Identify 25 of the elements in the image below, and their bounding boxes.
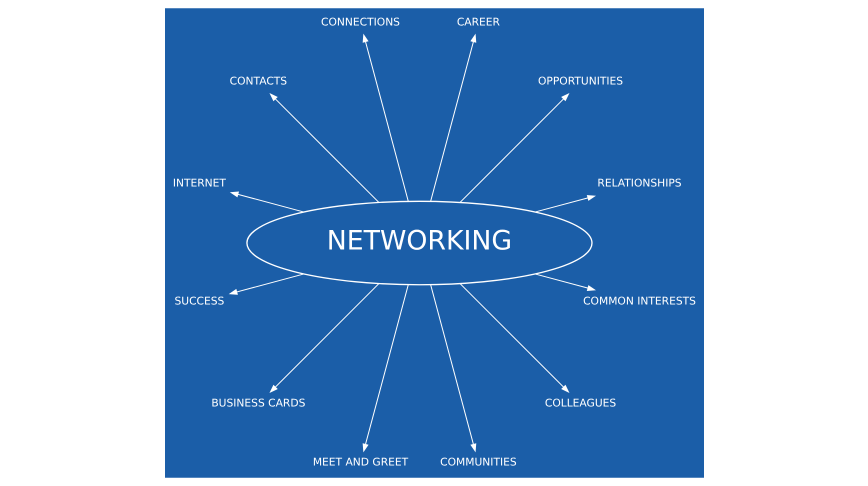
node-text: RELATIONSHIPS bbox=[596, 176, 682, 190]
node-text: COMMON INTERESTS bbox=[582, 294, 696, 308]
node-text: COLLEAGUES bbox=[544, 396, 616, 410]
arrow bbox=[362, 34, 408, 202]
node-text: COMMUNITIES bbox=[440, 456, 516, 469]
arrow bbox=[268, 92, 380, 204]
node-text: OPPORTUNITIES bbox=[538, 74, 623, 88]
node-text: SUCCESS bbox=[174, 294, 224, 308]
arrow bbox=[268, 282, 380, 394]
arrow bbox=[458, 282, 569, 394]
node-ellipse: NETWORKING bbox=[246, 200, 592, 286]
node-text: BUSINESS CARDS bbox=[210, 396, 305, 410]
node-text: MEET AND GREET bbox=[312, 456, 408, 469]
arrow bbox=[362, 284, 408, 452]
arrow bbox=[430, 284, 476, 452]
node-text: CONTACTS bbox=[229, 74, 287, 88]
arrow bbox=[430, 34, 476, 202]
arrow bbox=[534, 273, 596, 291]
arrow bbox=[534, 195, 596, 213]
arrow bbox=[229, 192, 304, 213]
arrow bbox=[228, 273, 304, 295]
node-text: CAREER bbox=[456, 15, 500, 28]
node-text: CONNECTIONS bbox=[320, 15, 400, 28]
node-text: INTERNET bbox=[172, 176, 226, 190]
arrow bbox=[458, 92, 569, 204]
